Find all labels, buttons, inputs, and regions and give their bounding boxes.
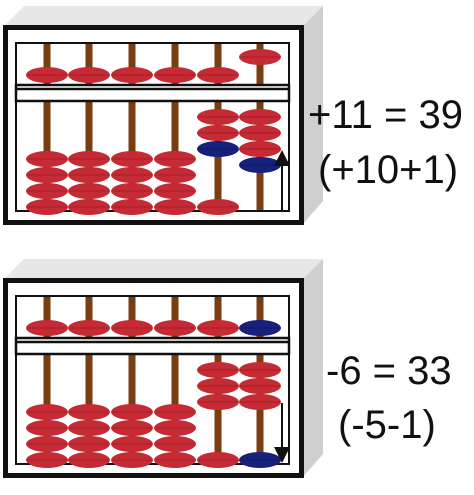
earth-bead-down-rod-2 xyxy=(68,199,110,215)
heaven-bead-rod-1 xyxy=(26,320,68,336)
earth-bead-down-rod-3 xyxy=(111,167,153,183)
earth-bead-down-rod-4 xyxy=(154,151,196,167)
earth-bead-up-rod-6 xyxy=(239,109,281,125)
bottom-breakdown: (-5-1) xyxy=(338,403,436,447)
heaven-bead-rod-4 xyxy=(154,67,196,83)
inner-frame xyxy=(15,295,290,465)
earth-bead-down-rod-2 xyxy=(68,452,110,468)
heaven-bead-rod-3 xyxy=(111,67,153,83)
reckoning-bar xyxy=(14,83,291,103)
earth-bead-down-rod-1 xyxy=(26,452,68,468)
earth-bead-down-rod-6 xyxy=(239,452,281,468)
heaven-bead-rod-5 xyxy=(197,320,239,336)
earth-bead-up-rod-5 xyxy=(197,141,239,157)
top-equation: +11 = 39 xyxy=(308,93,463,137)
earth-bead-down-rod-1 xyxy=(26,436,68,452)
earth-bead-up-rod-6 xyxy=(239,125,281,141)
earth-bead-up-rod-5 xyxy=(197,378,239,394)
earth-bead-down-rod-2 xyxy=(68,151,110,167)
box-side-face xyxy=(303,259,323,477)
earth-bead-down-rod-4 xyxy=(154,436,196,452)
earth-bead-down-rod-3 xyxy=(111,151,153,167)
earth-bead-down-rod-4 xyxy=(154,199,196,215)
heaven-bead-rod-2 xyxy=(68,320,110,336)
earth-bead-down-rod-4 xyxy=(154,420,196,436)
heaven-bead-rod-6 xyxy=(239,49,281,65)
earth-bead-down-rod-1 xyxy=(26,151,68,167)
earth-bead-down-rod-1 xyxy=(26,199,68,215)
earth-bead-down-rod-1 xyxy=(26,404,68,420)
earth-bead-down-rod-2 xyxy=(68,436,110,452)
earth-bead-down-rod-4 xyxy=(154,404,196,420)
heaven-bead-rod-6 xyxy=(239,320,281,336)
earth-bead-down-rod-3 xyxy=(111,199,153,215)
earth-bead-down-rod-2 xyxy=(68,420,110,436)
heaven-bead-rod-2 xyxy=(68,67,110,83)
heaven-bead-rod-1 xyxy=(26,67,68,83)
earth-bead-up-rod-6 xyxy=(239,394,281,410)
earth-bead-up-rod-5 xyxy=(197,125,239,141)
box-top-face xyxy=(4,6,323,26)
abacus-bottom xyxy=(3,259,323,478)
earth-bead-up-rod-5 xyxy=(197,394,239,410)
earth-bead-up-rod-6 xyxy=(239,378,281,394)
earth-bead-up-rod-6 xyxy=(239,157,281,173)
earth-bead-down-rod-3 xyxy=(111,183,153,199)
earth-bead-up-rod-5 xyxy=(197,109,239,125)
earth-bead-down-rod-4 xyxy=(154,183,196,199)
earth-bead-up-rod-6 xyxy=(239,141,281,157)
earth-bead-down-rod-2 xyxy=(68,183,110,199)
earth-bead-down-rod-1 xyxy=(26,420,68,436)
box-top-face xyxy=(4,259,323,279)
earth-bead-down-rod-5 xyxy=(197,199,239,215)
heaven-bead-rod-3 xyxy=(111,320,153,336)
heaven-bead-rod-5 xyxy=(197,67,239,83)
earth-bead-down-rod-3 xyxy=(111,452,153,468)
earth-bead-down-rod-2 xyxy=(68,404,110,420)
earth-bead-down-rod-4 xyxy=(154,452,196,468)
earth-bead-down-rod-3 xyxy=(111,404,153,420)
earth-bead-up-rod-5 xyxy=(197,362,239,378)
earth-bead-down-rod-3 xyxy=(111,436,153,452)
box-side-face xyxy=(303,6,323,224)
earth-bead-down-rod-4 xyxy=(154,167,196,183)
bottom-equation: -6 = 33 xyxy=(326,349,452,393)
earth-bead-down-rod-1 xyxy=(26,183,68,199)
earth-bead-up-rod-6 xyxy=(239,362,281,378)
earth-bead-down-rod-3 xyxy=(111,420,153,436)
reckoning-bar xyxy=(14,336,291,356)
heaven-bead-rod-4 xyxy=(154,320,196,336)
inner-frame xyxy=(15,42,290,212)
earth-bead-down-rod-2 xyxy=(68,167,110,183)
earth-bead-down-rod-5 xyxy=(197,452,239,468)
abacus-top xyxy=(3,6,323,225)
earth-bead-down-rod-1 xyxy=(26,167,68,183)
top-breakdown: (+10+1) xyxy=(318,148,459,192)
